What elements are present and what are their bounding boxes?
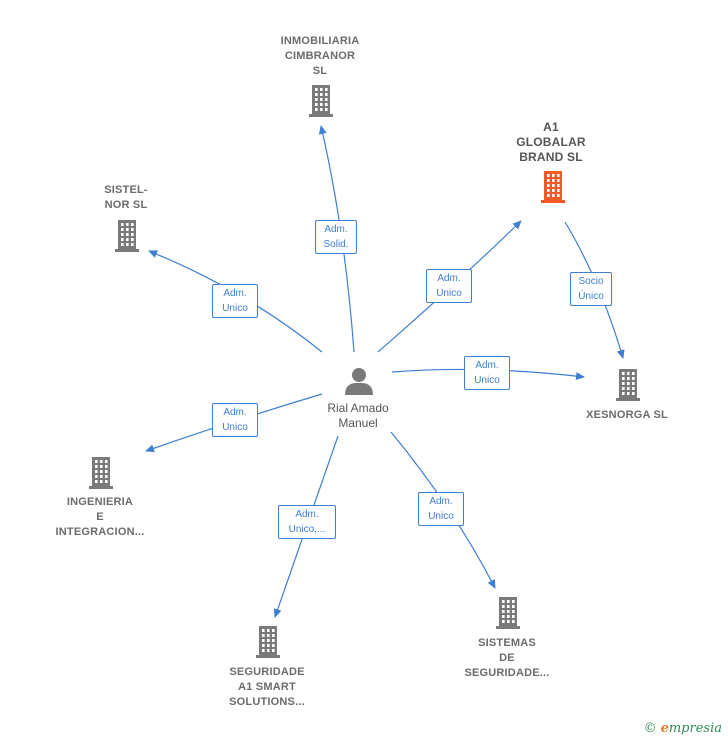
sistelnor-building-icon[interactable]	[115, 220, 139, 252]
company-label-line: DE	[499, 651, 515, 664]
edge-label-line: Adm.	[295, 509, 319, 520]
edge-label-seguridade[interactable]: Adm. Unico,...	[278, 505, 336, 539]
company-label-line: SEGURIDADE...	[464, 666, 550, 679]
company-label-line: CIMBRANOR	[284, 49, 356, 62]
company-label-line: XESNORGA SL	[586, 408, 668, 421]
company-label-line: GLOBALAR	[516, 134, 586, 149]
edge-label-line: Unico	[428, 511, 454, 522]
company-label-line: INGENIERIA	[66, 495, 134, 508]
company-label-line: SOLUTIONS...	[229, 695, 305, 708]
company-label-sistemas[interactable]: SISTEMAS DE SEGURIDADE...	[447, 636, 567, 681]
person-icon[interactable]	[345, 368, 373, 395]
edge-label-line: Adm.	[475, 360, 499, 371]
edge-label-a1globalar[interactable]: Adm. Unico	[426, 269, 472, 303]
company-label-line: NOR SL	[104, 199, 148, 211]
company-label-line: SISTEMAS	[478, 636, 536, 649]
nodes-layer	[89, 85, 640, 658]
edge-label-line: Solid.	[323, 239, 349, 250]
copyright-icon: ©	[643, 721, 657, 736]
seguridade-building-icon[interactable]	[256, 626, 280, 658]
edge-label-line: Adm.	[223, 288, 247, 299]
edge-label-line: Adm.	[223, 407, 247, 418]
person-label-line: Manuel	[338, 416, 378, 430]
empresia-watermark: ©empresia	[643, 721, 722, 736]
company-label-line: BRAND SL	[519, 149, 583, 164]
edge-label-sistelnor[interactable]: Adm. Unico	[212, 284, 258, 318]
edge-label-line: Unico,...	[288, 524, 326, 535]
company-label-ingenieria[interactable]: INGENIERIA E INTEGRACION...	[40, 495, 160, 540]
company-label-line: E	[96, 510, 104, 523]
sistemas-building-icon[interactable]	[496, 597, 520, 629]
edge-label-line: Adm.	[437, 273, 461, 284]
company-label-sistelnor[interactable]: SISTEL- NOR SL	[81, 183, 171, 213]
company-label-line: SEGURIDADE	[229, 665, 305, 678]
edge-label-inmobiliaria[interactable]: Adm. Solid.	[315, 220, 357, 254]
edge-label-line: Unico	[436, 288, 462, 299]
company-label-line: A1	[543, 119, 559, 134]
a1globalar-building-icon[interactable]	[541, 171, 565, 203]
company-label-line: SISTEL-	[104, 184, 148, 196]
company-label-line: A1 SMART	[238, 680, 296, 693]
company-label-seguridade[interactable]: SEGURIDADE A1 SMART SOLUTIONS...	[207, 665, 327, 710]
edge-label-sistemas[interactable]: Adm. Unico	[418, 492, 464, 526]
edge-label-line: Adm.	[324, 224, 348, 235]
person-label-line: Rial Amado	[327, 401, 389, 415]
edge-label-ingenieria[interactable]: Adm. Unico	[212, 403, 258, 437]
edge-label-line: Adm.	[429, 496, 453, 507]
company-label-line: INTEGRACION...	[55, 525, 145, 538]
ingenieria-building-icon[interactable]	[89, 457, 113, 489]
xesnorga-building-icon[interactable]	[616, 369, 640, 401]
inmobiliaria-building-icon[interactable]	[309, 85, 333, 117]
company-label-xesnorga[interactable]: XESNORGA SL	[572, 408, 682, 423]
edge-label-line: Socio	[578, 276, 604, 287]
edge-label-line: Unico	[222, 303, 248, 314]
edge-label-line: Único	[578, 291, 604, 302]
company-label-line: SL	[312, 64, 328, 77]
edge-label-line: Unico	[222, 422, 248, 433]
edge-label-xesnorga[interactable]: Adm. Unico	[464, 356, 510, 390]
company-label-line: INMOBILIARIA	[280, 34, 360, 47]
company-label-inmobiliaria[interactable]: INMOBILIARIA CIMBRANOR SL	[265, 34, 375, 79]
edge-label-line: Unico	[474, 375, 500, 386]
